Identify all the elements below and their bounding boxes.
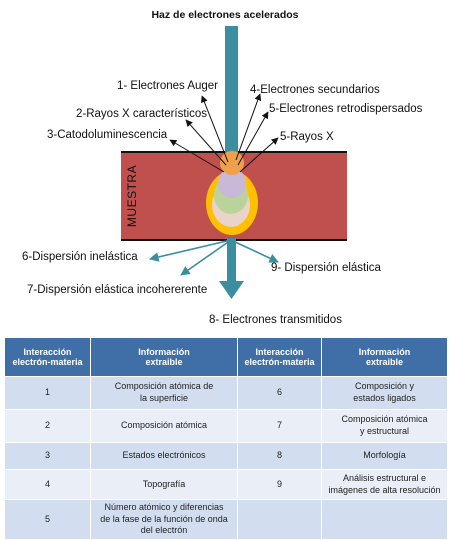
table-row: 5 Número atómico y diferencias de la fas… <box>4 498 448 540</box>
table-cell: Composición y estados ligados <box>321 376 448 410</box>
table-cell: 4 <box>4 469 91 500</box>
transmitted-beam-arrowhead <box>219 281 244 299</box>
interaction-info-table: Interacción electrón-materia Información… <box>4 337 448 540</box>
arrow-xray-characteristic <box>185 119 227 166</box>
table-header-row: Interacción electrón-materia Información… <box>4 337 448 377</box>
label-elastic: 9- Dispersión elástica <box>271 262 382 274</box>
table-cell: 8 <box>237 442 322 470</box>
table-row: 1 Composición atómica de la superficie 6… <box>4 376 448 410</box>
table-cell <box>237 498 322 540</box>
table-cell: Morfología <box>321 442 448 470</box>
table-cell: 3 <box>4 442 91 470</box>
table-cell: 5 <box>4 498 91 540</box>
transmitted-beam <box>227 238 236 282</box>
label-xray: 5-Rayos X <box>280 131 334 143</box>
arrow-inelastic <box>149 239 232 262</box>
table-cell: Número atómico y diferencias de la fase … <box>90 498 238 540</box>
arrow-xray <box>239 137 279 173</box>
table-cell: Composición atómica <box>90 409 238 443</box>
arrow-incoherent-elastic <box>180 239 232 276</box>
header-interaction-1: Interacción electrón-materia <box>4 337 91 377</box>
table-cell <box>321 498 448 540</box>
header-information-1: Información extraible <box>90 337 238 377</box>
table-cell: 6 <box>237 376 322 410</box>
volume-lavender <box>218 168 246 198</box>
table-row: 3 Estados electrónicos 8 Morfología <box>4 442 448 470</box>
label-transmitted: 8- Electrones transmitidos <box>209 314 342 326</box>
label-secondary: 4-Electrones secundarios <box>250 84 380 96</box>
table-cell: 2 <box>4 409 91 443</box>
sample-label: MUESTRA <box>125 165 139 227</box>
label-xray-characteristic: 2-Rayos X característicos <box>76 108 207 120</box>
diagram-title: Haz de electrones acelerados <box>151 9 298 21</box>
table-cell: Composición atómica de la superficie <box>90 376 238 410</box>
arrow-backscattered <box>237 111 269 166</box>
label-backscattered: 5-Electrones retrodispersados <box>269 103 423 115</box>
label-incoherent-elastic: 7-Dispersión elástica incohererente <box>27 284 207 296</box>
electron-beam <box>225 26 238 154</box>
arrow-elastic <box>230 239 279 263</box>
electron-interaction-diagram: Haz de electrones acelerados MUESTRA 1- … <box>22 9 423 326</box>
arrow-cathodoluminescence <box>169 139 225 173</box>
table-cell: Análisis estructural e imágenes de alta … <box>321 469 448 500</box>
label-cathodoluminescence: 3-Catodoluminescencia <box>47 129 168 141</box>
label-auger: 1- Electrones Auger <box>117 80 218 92</box>
table-row: 4 Topografía 9 Análisis estructural e im… <box>4 469 448 500</box>
table-cell: Composición atómica y estructural <box>321 409 448 443</box>
header-information-2: Información extraible <box>321 337 448 377</box>
arrow-secondary <box>235 93 262 161</box>
table-cell: Topografía <box>90 469 238 500</box>
table-cell: 9 <box>237 469 322 500</box>
table-cell: Estados electrónicos <box>90 442 238 470</box>
arrow-auger <box>201 95 229 163</box>
table-cell: 7 <box>237 409 322 443</box>
table-cell: 1 <box>4 376 91 410</box>
table-row: 2 Composición atómica 7 Composición atóm… <box>4 409 448 443</box>
header-interaction-2: Interacción electrón-materia <box>237 337 322 377</box>
label-inelastic: 6-Dispersión inelástica <box>22 251 138 263</box>
